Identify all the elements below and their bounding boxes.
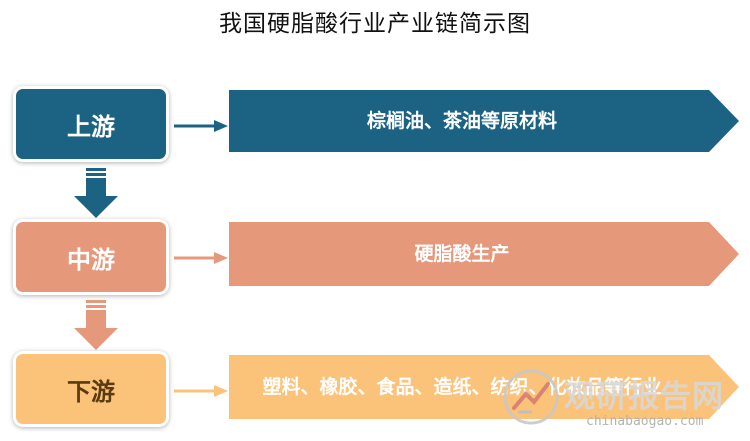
- band-downstream-text: 塑料、橡胶、食品、造纸、纺织、化妆品等行业: [262, 376, 662, 398]
- band-midstream: 硬脂酸生产: [229, 222, 739, 286]
- connector-arrow-upstream: [174, 120, 228, 132]
- flow-down-arrow-1: [74, 168, 118, 218]
- diagram-title: 我国硬脂酸行业产业链简示图: [219, 11, 531, 37]
- connector-arrow-midstream: [174, 252, 228, 264]
- band-midstream-shape: [229, 222, 739, 286]
- band-downstream-shape: [229, 355, 739, 419]
- band-upstream-shape: [229, 90, 739, 152]
- band-upstream-text: 棕榈油、茶油等原材料: [366, 110, 557, 132]
- band-upstream: 棕榈油、茶油等原材料: [229, 90, 739, 152]
- band-midstream-text: 硬脂酸生产: [414, 243, 510, 265]
- stage-midstream-box: 中游: [16, 222, 166, 292]
- connector-arrow-downstream: [174, 385, 228, 397]
- stage-upstream-box: 上游: [16, 89, 166, 159]
- flow-down-arrow-2: [74, 300, 118, 350]
- stage-downstream-box: 下游: [16, 354, 166, 424]
- band-downstream: 塑料、橡胶、食品、造纸、纺织、化妆品等行业: [229, 355, 739, 419]
